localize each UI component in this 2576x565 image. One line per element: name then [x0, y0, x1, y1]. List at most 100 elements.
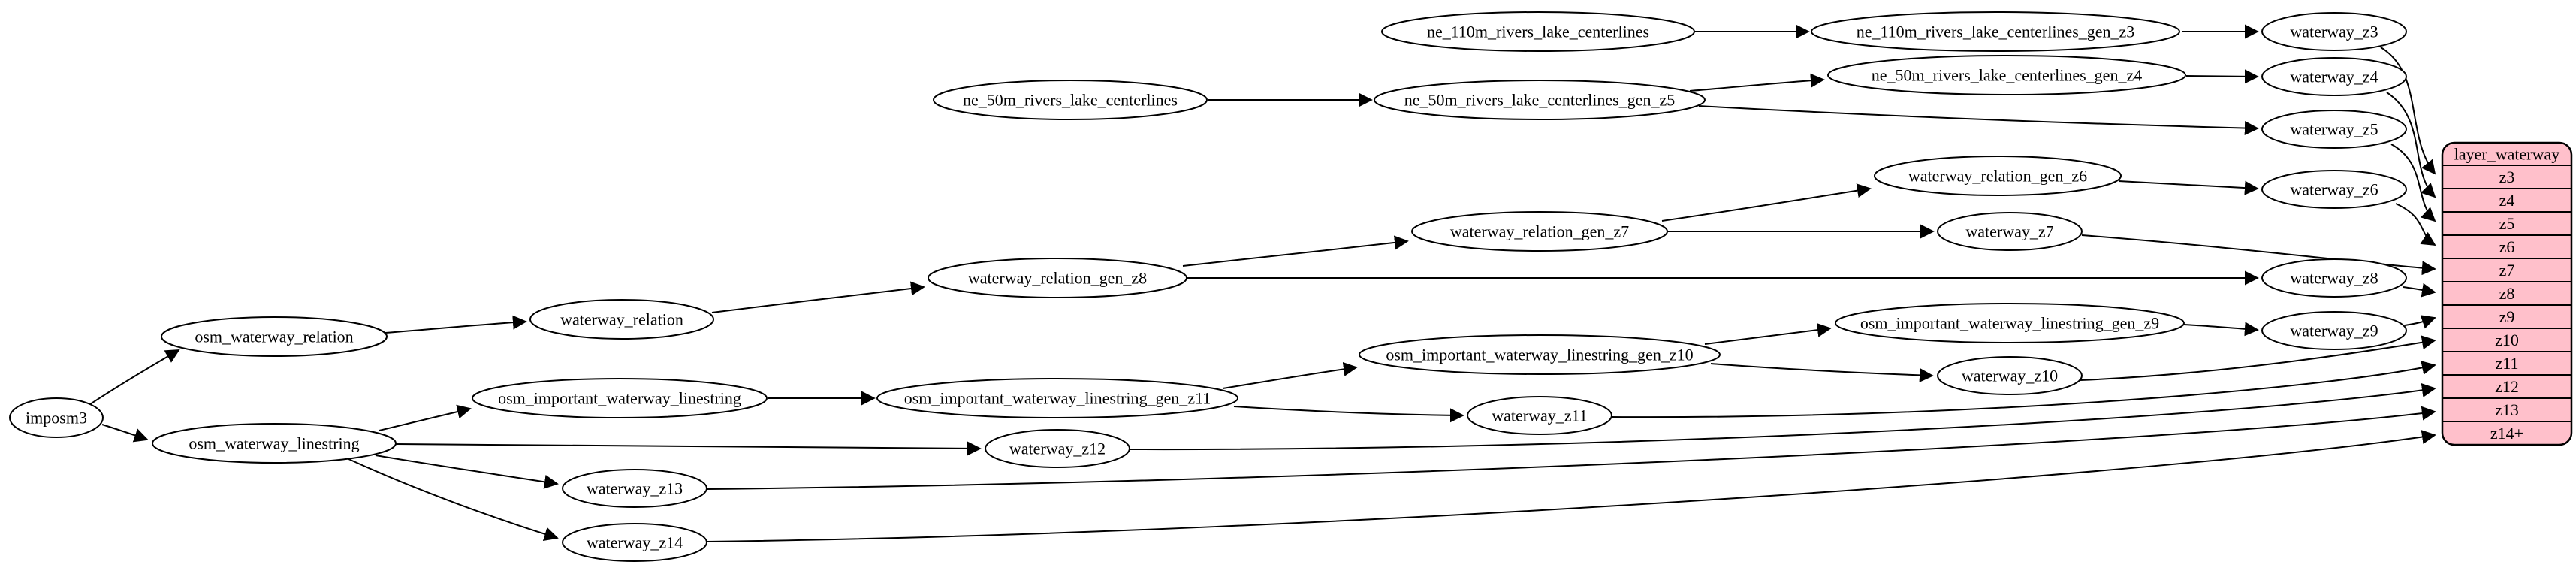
node-waterway-z11-shape: [1467, 396, 1612, 435]
node-ne-50m-rivers-lake-centerlines: ne_50m_rivers_lake_centerlines: [933, 80, 1208, 120]
node-waterway-z13: waterway_z13: [562, 469, 707, 508]
node-waterway-relation-gen-z6-label: waterway_relation_gen_z6: [1908, 167, 2087, 186]
node-waterway-z7-label: waterway_z7: [1965, 222, 2053, 241]
edge-waterway_z11-row_z11: [1611, 361, 2436, 418]
table-row-z10: z10: [2495, 331, 2519, 349]
node-waterway-z6-label: waterway_z6: [2290, 180, 2378, 199]
table-layer-waterway-shape: [2441, 141, 2573, 446]
edge-osm_waterway_linestring-important: [379, 404, 472, 431]
node-osm-waterway-relation: osm_waterway_relation: [161, 316, 388, 357]
node-waterway-relation: waterway_relation: [529, 299, 714, 340]
node-waterway-z11: waterway_z11: [1467, 396, 1612, 435]
node-osm-important-waterway-linestring-gen-z10-label: osm_important_waterway_linestring_gen_z1…: [1386, 346, 1693, 364]
node-ne-110m-rivers-lake-centerlines-shape: [1381, 11, 1695, 52]
edge-waterway_z8-row_z8: [2403, 282, 2436, 298]
node-waterway-z9: waterway_z9: [2261, 311, 2407, 350]
edge-gen_z5-gen_z4: [1689, 73, 1825, 92]
node-waterway-relation-gen-z8: waterway_relation_gen_z8: [928, 258, 1187, 298]
edge-gen_z8-gen_z7: [1182, 235, 1409, 267]
table-title: layer_waterway: [2454, 145, 2559, 164]
table-row-z13: z13: [2495, 400, 2519, 419]
node-waterway-z11-label: waterway_z11: [1492, 406, 1587, 425]
node-waterway-relation-gen-z7-shape: [1411, 211, 1668, 252]
node-imposm3: imposm3: [9, 397, 104, 438]
node-ne-110m-rivers-lake-centerlines: ne_110m_rivers_lake_centerlines: [1381, 11, 1695, 52]
node-waterway-z3-shape: [2261, 12, 2407, 51]
node-ne-50m-rivers-lake-centerlines-label: ne_50m_rivers_lake_centerlines: [963, 91, 1178, 110]
table-row-z9: z9: [2499, 307, 2515, 326]
node-ne-50m-rivers-lake-centerlines-gen-z5-label: ne_50m_rivers_lake_centerlines_gen_z5: [1404, 91, 1675, 110]
edge-gen_z5-waterway_z5: [1698, 105, 2259, 136]
node-waterway-z12-label: waterway_z12: [1009, 440, 1106, 458]
node-waterway-z9-label: waterway_z9: [2290, 322, 2378, 340]
table-row-z12: z12: [2495, 377, 2519, 396]
edge-imposm3-osm_waterway_relation: [89, 349, 180, 405]
node-waterway-relation-gen-z6-shape: [1874, 156, 2122, 196]
node-osm-waterway-relation-label: osm_waterway_relation: [195, 328, 353, 346]
node-waterway-relation-gen-z7-label: waterway_relation_gen_z7: [1450, 222, 1629, 241]
node-waterway-z12-shape: [985, 429, 1130, 468]
node-waterway-z14: waterway_z14: [562, 523, 707, 562]
edge-waterway_z14-row_z14: [706, 430, 2436, 542]
edge-osm_waterway_linestring-waterway_z12: [395, 441, 982, 456]
node-waterway-relation-label: waterway_relation: [560, 310, 683, 329]
node-imposm3-label: imposm3: [26, 409, 87, 428]
edge-gen_z4-waterway_z4: [2185, 69, 2259, 84]
node-waterway-relation-gen-z8-shape: [928, 258, 1187, 298]
edge-gen_z7-gen_z6: [1661, 183, 1872, 222]
node-ne-50m-rivers-lake-centerlines-gen-z4: ne_50m_rivers_lake_centerlines_gen_z4: [1827, 55, 2186, 95]
node-ne-50m-rivers-lake-centerlines-shape: [933, 80, 1208, 120]
node-waterway-relation-gen-z8-label: waterway_relation_gen_z8: [968, 269, 1147, 288]
node-waterway-z8-shape: [2261, 258, 2407, 298]
node-ne-110m-rivers-lake-centerlines-label: ne_110m_rivers_lake_centerlines: [1427, 23, 1649, 41]
node-waterway-z14-shape: [562, 523, 707, 562]
node-osm-important-waterway-linestring-gen-z10: osm_important_waterway_linestring_gen_z1…: [1359, 334, 1721, 375]
node-waterway-z5: waterway_z5: [2261, 110, 2407, 149]
node-waterway-relation-shape: [529, 299, 714, 340]
node-imposm3-shape: [9, 397, 104, 438]
node-osm-waterway-relation-shape: [161, 316, 388, 357]
node-waterway-z7-shape: [1937, 212, 2083, 251]
node-osm-important-waterway-linestring-gen-z10-shape: [1359, 334, 1721, 375]
edge-osm_waterway_linestring-waterway_z14: [346, 458, 559, 541]
node-osm-important-waterway-linestring: osm_important_waterway_linestring: [472, 378, 768, 418]
node-ne-50m-rivers-lake-centerlines-gen-z4-shape: [1827, 55, 2186, 95]
node-ne-110m-rivers-lake-centerlines-gen-z3: ne_110m_rivers_lake_centerlines_gen_z3: [1811, 11, 2180, 52]
node-osm-important-waterway-linestring-gen-z9-label: osm_important_waterway_linestring_gen_z9: [1860, 314, 2159, 333]
node-osm-important-waterway-linestring-shape: [472, 378, 768, 418]
node-ne-110m-rivers-lake-centerlines-gen-z3-label: ne_110m_rivers_lake_centerlines_gen_z3: [1857, 23, 2135, 41]
node-waterway-z13-shape: [562, 469, 707, 508]
edge-osm_waterway_relation-waterway_relation: [385, 315, 527, 334]
table-row-z8: z8: [2499, 284, 2515, 303]
table-row-z7: z7: [2499, 261, 2515, 279]
node-waterway-z10-label: waterway_z10: [1962, 367, 2058, 385]
node-osm-important-waterway-linestring-gen-z9-shape: [1835, 303, 2185, 343]
node-waterway-z9-shape: [2261, 311, 2407, 350]
node-osm-important-waterway-linestring-label: osm_important_waterway_linestring: [498, 389, 741, 408]
edge-waterway_z6-row_z6: [2395, 203, 2436, 246]
table-layer-waterway: layer_waterway z3 z4 z5 z6 z7 z8 z9 z10 …: [2441, 141, 2573, 446]
node-waterway-z7: waterway_z7: [1937, 212, 2083, 251]
node-osm-waterway-linestring: osm_waterway_linestring: [152, 423, 397, 464]
edge-waterway_z10-row_z10: [2080, 335, 2436, 381]
table-row-z4: z4: [2499, 191, 2515, 210]
node-waterway-z10-shape: [1937, 356, 2083, 395]
table-row-z11: z11: [2496, 354, 2519, 373]
node-waterway-z8: waterway_z8: [2261, 258, 2407, 298]
node-ne-50m-rivers-lake-centerlines-gen-z5: ne_50m_rivers_lake_centerlines_gen_z5: [1374, 80, 1706, 120]
node-osm-important-waterway-linestring-gen-z11-label: osm_important_waterway_linestring_gen_z1…: [904, 389, 1211, 408]
node-waterway-z4: waterway_z4: [2261, 57, 2407, 96]
table-row-z3: z3: [2499, 168, 2515, 186]
table-row-dividers: [2442, 165, 2571, 422]
node-osm-important-waterway-linestring-gen-z11-shape: [876, 378, 1238, 418]
node-waterway-z4-label: waterway_z4: [2290, 68, 2378, 86]
node-waterway-z6-shape: [2261, 170, 2407, 209]
node-osm-waterway-linestring-shape: [152, 423, 397, 464]
node-waterway-z3: waterway_z3: [2261, 12, 2407, 51]
table-row-z5: z5: [2499, 214, 2515, 233]
edge-waterway_relation-gen_z8: [711, 281, 925, 313]
node-waterway-relation-gen-z6: waterway_relation_gen_z6: [1874, 156, 2122, 196]
node-ne-50m-rivers-lake-centerlines-gen-z4-label: ne_50m_rivers_lake_centerlines_gen_z4: [1872, 66, 2142, 85]
